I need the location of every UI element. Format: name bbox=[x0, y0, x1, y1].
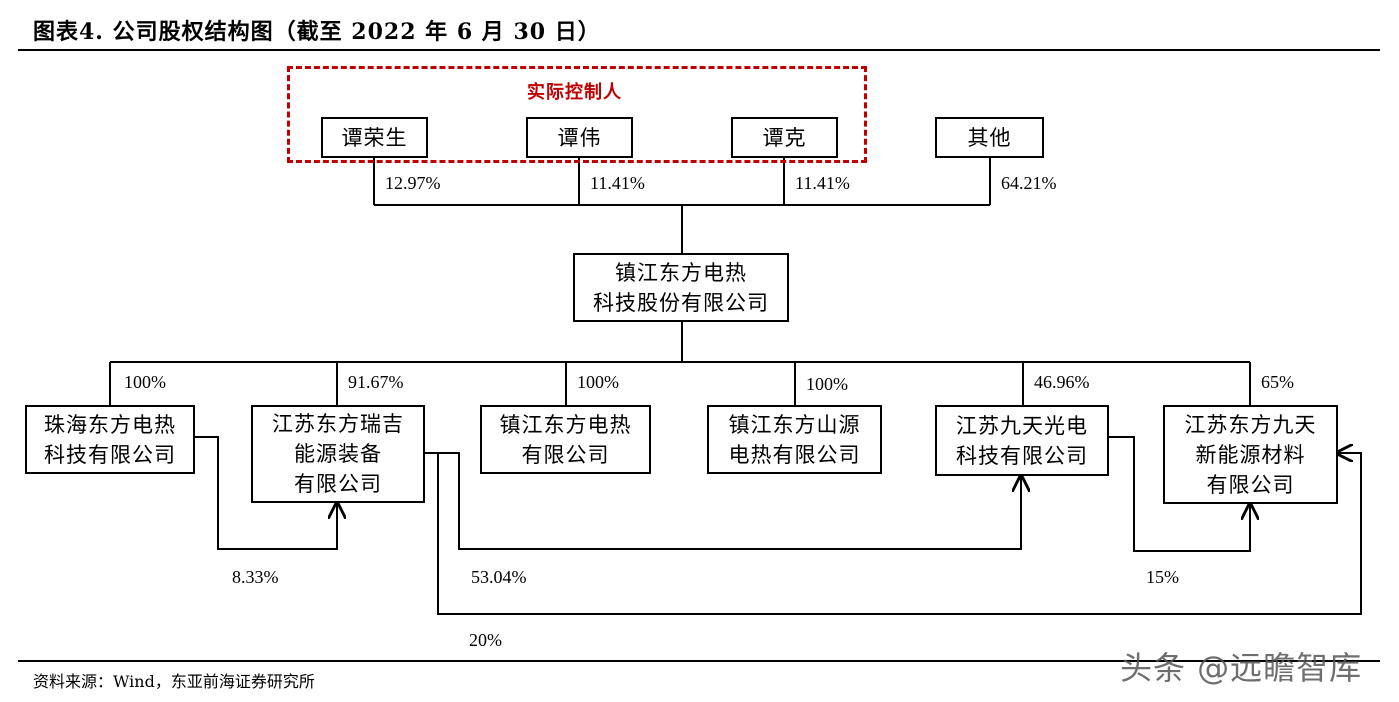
subsidiary-box-jiutian: 江苏九天光电 科技有限公司 bbox=[935, 405, 1109, 476]
cross-line-ruiji-newenergy bbox=[424, 453, 1362, 615]
bottom-rule bbox=[18, 660, 1380, 662]
cross-line-ruiji-jiutian bbox=[424, 452, 1021, 550]
subsidiary-name-3: 镇江东方电热 有限公司 bbox=[499, 412, 632, 467]
shareholder-share-1: 12.97% bbox=[385, 173, 441, 193]
shareholder-share-3: 11.41% bbox=[795, 173, 850, 193]
cross-share-ruiji-newenergy: 20% bbox=[469, 630, 502, 650]
subsidiary-share-5: 46.96% bbox=[1034, 372, 1090, 392]
subsidiary-box-new-energy: 江苏东方九天 新能源材料 有限公司 bbox=[1163, 405, 1338, 504]
subsidiary-name-4: 镇江东方山源 电热有限公司 bbox=[728, 412, 861, 467]
subsidiary-name-6: 江苏东方九天 新能源材料 有限公司 bbox=[1184, 412, 1317, 497]
subsidiary-name-1: 珠海东方电热 科技有限公司 bbox=[44, 412, 176, 467]
subsidiary-name-5: 江苏九天光电 科技有限公司 bbox=[956, 413, 1088, 468]
cross-share-ruiji-jiutian: 53.04% bbox=[471, 567, 527, 587]
shareholder-box-2: 谭伟 bbox=[526, 117, 633, 158]
subsidiary-share-1: 100% bbox=[124, 372, 166, 392]
shareholder-name-4: 其他 bbox=[967, 125, 1012, 150]
shareholder-box-1: 谭荣生 bbox=[321, 117, 428, 158]
cross-line-zhuhai-ruiji bbox=[194, 436, 337, 550]
shareholder-name-2: 谭伟 bbox=[557, 125, 602, 150]
watermark: 头条 @远瞻智库 bbox=[1120, 649, 1363, 687]
subsidiary-box-shanyuan: 镇江东方山源 电热有限公司 bbox=[707, 405, 882, 474]
cross-line-jiutian-newenergy bbox=[1108, 436, 1250, 552]
actual-controller-frame bbox=[287, 66, 867, 163]
subsidiary-share-3: 100% bbox=[577, 372, 619, 392]
main-company-box: 镇江东方电热 科技股份有限公司 bbox=[573, 253, 789, 322]
top-rule bbox=[18, 49, 1380, 51]
subsidiary-share-6: 65% bbox=[1261, 372, 1294, 392]
shareholder-box-3: 谭克 bbox=[731, 117, 838, 158]
subsidiary-share-2: 91.67% bbox=[348, 372, 404, 392]
shareholder-share-2: 11.41% bbox=[590, 173, 645, 193]
actual-controller-label: 实际控制人 bbox=[527, 82, 622, 103]
source-note: 资料来源：Wind，东亚前海证券研究所 bbox=[33, 672, 315, 691]
subsidiary-name-2: 江苏东方瑞吉 能源装备 有限公司 bbox=[272, 412, 404, 496]
shareholder-share-4: 64.21% bbox=[1001, 173, 1057, 193]
cross-share-zhuhai-ruiji: 8.33% bbox=[232, 567, 279, 587]
subsidiary-box-zhenjiang-dianre: 镇江东方电热 有限公司 bbox=[480, 405, 651, 474]
main-company-name: 镇江东方电热 科技股份有限公司 bbox=[593, 260, 769, 315]
cross-share-jiutian-newenergy: 15% bbox=[1146, 567, 1179, 587]
shareholder-name-3: 谭克 bbox=[762, 125, 807, 150]
subsidiary-box-zhuhai: 珠海东方电热 科技有限公司 bbox=[25, 405, 195, 474]
shareholder-name-1: 谭荣生 bbox=[341, 125, 408, 150]
subsidiary-share-4: 100% bbox=[806, 374, 848, 394]
subsidiary-box-ruiji: 江苏东方瑞吉 能源装备 有限公司 bbox=[251, 405, 425, 503]
figure-title: 图表4. 公司股权结构图（截至 2022 年 6 月 30 日） bbox=[33, 19, 601, 45]
shareholder-box-4: 其他 bbox=[935, 117, 1044, 158]
